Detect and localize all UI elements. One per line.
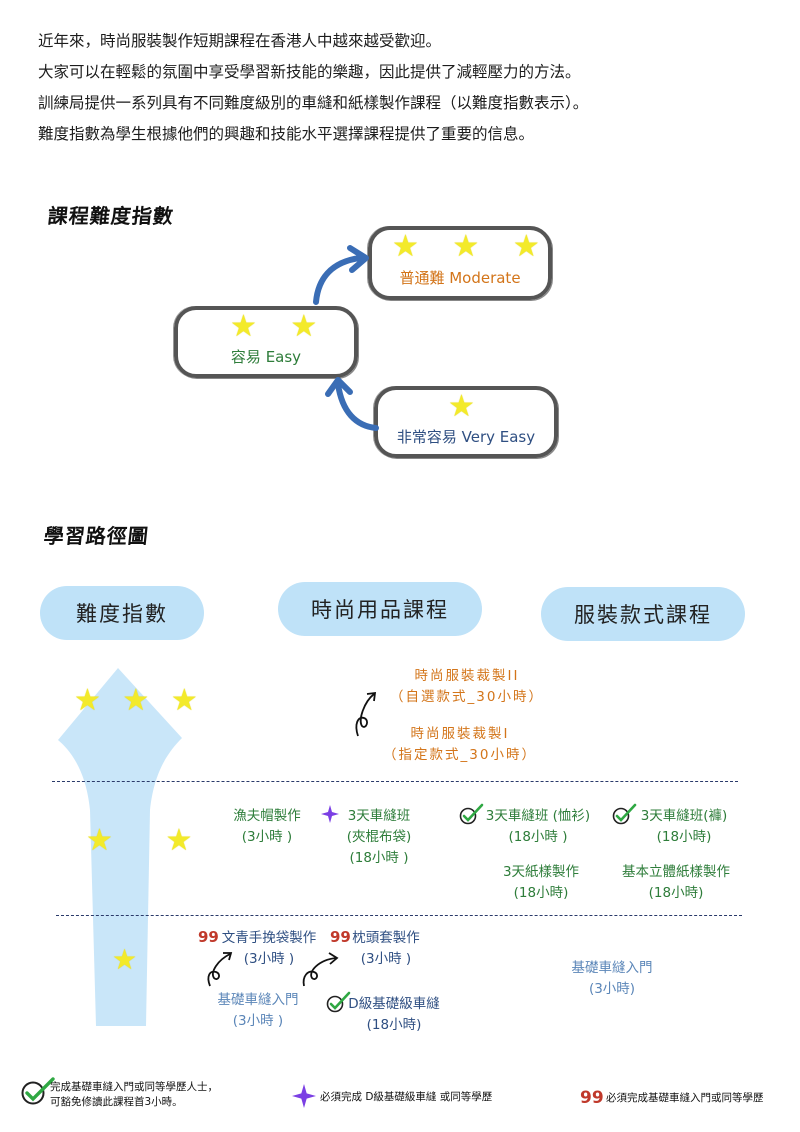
difficulty-section-title: 課程難度指數 — [46, 204, 176, 228]
legend-star-text: 必須完成 D級基礎級車縫 或同等學歷 — [320, 1091, 493, 1103]
curl-arrow-icon — [355, 691, 377, 737]
intro-line: 難度指數為學生根據他們的興趣和技能水平選擇課程提供了重要的信息。 — [38, 125, 535, 143]
curl-arrow-icon — [207, 952, 233, 987]
easy-stars: ★ ★ — [230, 309, 330, 344]
course-hours: (18小時 ) — [508, 829, 568, 845]
course-intro-right: 基礎車縫入門 (3小時) — [560, 958, 664, 1000]
header-garments: 服裝款式課程 — [541, 587, 745, 641]
quote-icon: 99 — [330, 928, 351, 946]
course-pattern: 3天紙樣製作 (18小時) — [486, 862, 596, 904]
check-icon — [326, 991, 351, 1013]
intro-line: 大家可以在輕鬆的氛圍中享受學習新技能的樂趣，因此提供了減輕壓力的方法。 — [38, 63, 581, 81]
level-easy-box — [174, 306, 358, 378]
intro-line: 近年來，時尚服裝製作短期課程在香港人中越來越受歡迎。 — [38, 32, 442, 50]
course-hours: (18小時) — [513, 885, 569, 901]
course-tote: 3天車縫班 (夾棍布袋) (18小時 ) — [334, 806, 424, 869]
course-d-grade: D級基礎級車縫 (18小時) — [342, 994, 446, 1036]
very-easy-star: ★ — [448, 389, 475, 424]
course-hours: (18小時) — [656, 829, 712, 845]
purple-star-icon — [321, 805, 339, 823]
course-title: D級基礎級車縫 — [348, 996, 440, 1012]
course-detail: （指定款式_30小時） — [383, 747, 537, 763]
course-title: 文青手挽袋製作 — [221, 930, 317, 946]
course-title: 基本立體紙樣製作 — [622, 864, 730, 880]
course-handbag: 文青手挽袋製作 (3小時 ) — [212, 928, 326, 970]
bottom-level-star: ★ — [112, 943, 138, 976]
course-hours: (18小時) — [366, 1017, 422, 1033]
course-hours: (3小時 ) — [243, 951, 295, 967]
quote-icon: 99 — [198, 928, 219, 946]
course-title: 3天紙樣製作 — [502, 864, 580, 880]
legend-quote-icon: 99 — [580, 1088, 604, 1108]
course-hours: (18小時 ) — [349, 850, 409, 866]
level-divider — [52, 781, 738, 782]
course-draping: 基本立體紙樣製作 (18小時) — [612, 862, 740, 904]
intro-line: 訓練局提供一系列具有不同難度級別的車縫和紙樣製作課程（以難度指數表示）。 — [38, 94, 589, 112]
course-hours: (3小時) — [588, 981, 636, 997]
legend-check-icon — [21, 1077, 55, 1105]
course-hours: (18小時) — [648, 885, 704, 901]
course-title: 基礎車縫入門 — [571, 960, 653, 976]
difficulty-up-arrow-icon — [58, 668, 182, 1026]
course-pants: 3天車縫班(褲) (18小時) — [628, 806, 740, 848]
level-divider — [56, 915, 742, 916]
course-fashion-2: 時尚服裝裁製II （自選款式_30小時） — [385, 666, 549, 708]
course-title: 3天車縫班 — [347, 808, 411, 824]
course-title: 漁夫帽製作 — [233, 808, 301, 824]
legend-check-text: 完成基礎車縫入門或同等學歷人士，可豁免修讀此課程首3小時。 — [50, 1081, 218, 1108]
course-bucket-hat: 漁夫帽製作 (3小時 ) — [222, 806, 312, 848]
course-title: 枕頭套製作 — [352, 930, 420, 946]
course-title: 基礎車縫入門 — [217, 992, 299, 1008]
course-hours: (3小時 ) — [232, 1013, 284, 1029]
course-title: 時尚服裝裁製I — [410, 726, 510, 742]
roadmap-section-title: 學習路徑圖 — [42, 524, 151, 548]
course-hours: (3小時 ) — [241, 829, 293, 845]
course-title: 3天車縫班(褲) — [640, 808, 728, 824]
check-icon — [459, 803, 484, 825]
course-detail: （自選款式_30小時） — [390, 689, 544, 705]
course-hours: (3小時 ) — [360, 951, 412, 967]
level-easy-label: 容易 Easy — [230, 348, 302, 366]
course-intro-left: 基礎車縫入門 (3小時 ) — [206, 990, 310, 1032]
course-pillow: 枕頭套製作 (3小時 ) — [344, 928, 428, 970]
header-difficulty: 難度指數 — [40, 586, 204, 640]
course-title: 時尚服裝裁製II — [414, 668, 520, 684]
curl-arrow-icon — [302, 952, 339, 987]
legend-quote-text: 必須完成基礎車縫入門或同等學歷 — [606, 1092, 764, 1104]
level-very-easy-label: 非常容易 Very Easy — [396, 428, 536, 446]
arrow-up-to-easy-icon — [325, 377, 379, 431]
level-moderate-label: 普通難 Moderate — [399, 269, 521, 287]
level-very-easy-box — [374, 386, 558, 458]
arrow-up-to-moderate-icon — [313, 245, 369, 305]
intro-text: 近年來，時尚服裝製作短期課程在香港人中越來越受歡迎。 大家可以在輕鬆的氛圍中享受… — [38, 26, 778, 150]
course-title: 3天車縫班 (恤衫) — [485, 808, 591, 824]
top-level-stars: ★ ★ ★ — [74, 683, 204, 718]
course-shirt: 3天車縫班 (恤衫) (18小時 ) — [478, 806, 598, 848]
legend-purple-star-icon — [292, 1084, 316, 1108]
course-sub: (夾棍布袋) — [346, 829, 412, 845]
moderate-stars: ★ ★ ★ — [392, 229, 552, 264]
check-icon — [612, 803, 637, 825]
middle-level-stars: ★ ★ — [86, 823, 199, 858]
header-accessories: 時尚用品課程 — [278, 582, 482, 636]
level-moderate-box — [368, 226, 552, 300]
course-fashion-1: 時尚服裝裁製I （指定款式_30小時） — [375, 724, 545, 766]
